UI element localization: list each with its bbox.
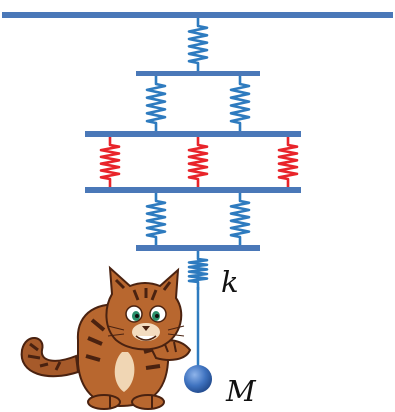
spring-row-5-1 bbox=[187, 251, 209, 290]
spring-constant-label: k bbox=[221, 265, 239, 299]
bar-level-3 bbox=[85, 187, 301, 193]
spring-row-2-1 bbox=[145, 76, 167, 131]
mass-label: M bbox=[226, 374, 256, 408]
ceiling-bar bbox=[2, 12, 393, 18]
bar-level-2 bbox=[85, 131, 301, 137]
spring-row-3-1 bbox=[99, 137, 121, 187]
spring-row-4-2 bbox=[229, 193, 251, 245]
spring-row-4-1 bbox=[145, 193, 167, 245]
bar-level-1 bbox=[136, 71, 260, 76]
spring-row-3-2 bbox=[187, 137, 209, 187]
springs-group bbox=[99, 18, 299, 290]
cat-illustration bbox=[20, 265, 192, 410]
bar-level-4 bbox=[136, 245, 260, 251]
spring-row-1-1 bbox=[187, 18, 209, 71]
spring-row-2-2 bbox=[229, 76, 251, 131]
mass-ball bbox=[184, 365, 212, 393]
spring-row-3-3 bbox=[277, 137, 299, 187]
